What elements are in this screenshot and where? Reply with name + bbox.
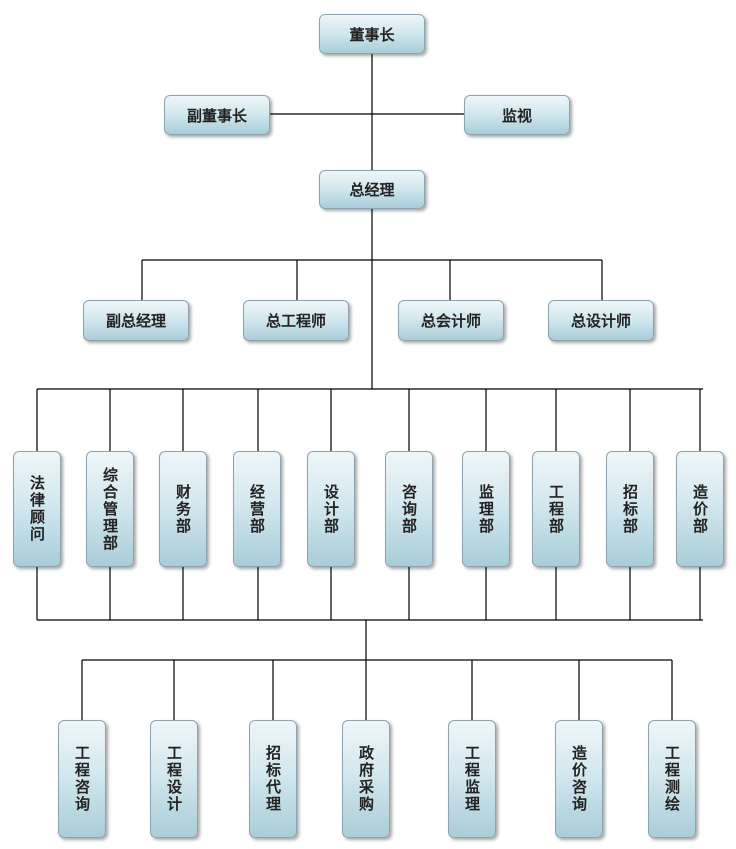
dept-cost-box: 造价部	[676, 451, 724, 567]
service-surveying-mapping-box: 工程测绘	[648, 720, 696, 838]
service-engineering-consulting-box: 工程咨询	[58, 720, 106, 838]
service-tender-agency-box: 招标代理	[249, 720, 297, 838]
dept-supervision-box: 监理部	[462, 451, 510, 567]
general-manager-box: 总经理	[319, 170, 425, 209]
chairman-box: 董事长	[319, 14, 425, 54]
service-engineering-supervision-box: 工程监理	[448, 720, 496, 838]
chief-designer-box: 总设计师	[548, 300, 654, 341]
dept-design-box: 设计部	[307, 451, 355, 567]
dept-consulting-box: 咨询部	[385, 451, 433, 567]
dept-legal-box: 法律顾问	[13, 451, 61, 567]
dept-tender-box: 招标部	[606, 451, 654, 567]
chief-engineer-box: 总工程师	[243, 300, 349, 341]
dept-engineering-box: 工程部	[532, 451, 580, 567]
service-engineering-design-box: 工程设计	[150, 720, 198, 838]
deputy-gm-box: 副总经理	[83, 300, 189, 341]
dept-finance-box: 财务部	[159, 451, 207, 567]
chief-accountant-box: 总会计师	[398, 300, 504, 341]
dept-business-box: 经营部	[233, 451, 281, 567]
service-government-procurement-box: 政府采购	[342, 720, 390, 838]
dept-admin-box: 综合管理部	[86, 451, 134, 567]
supervision-box: 监视	[464, 95, 570, 135]
service-cost-consulting-box: 造价咨询	[555, 720, 603, 838]
vice-chairman-box: 副董事长	[164, 95, 270, 135]
